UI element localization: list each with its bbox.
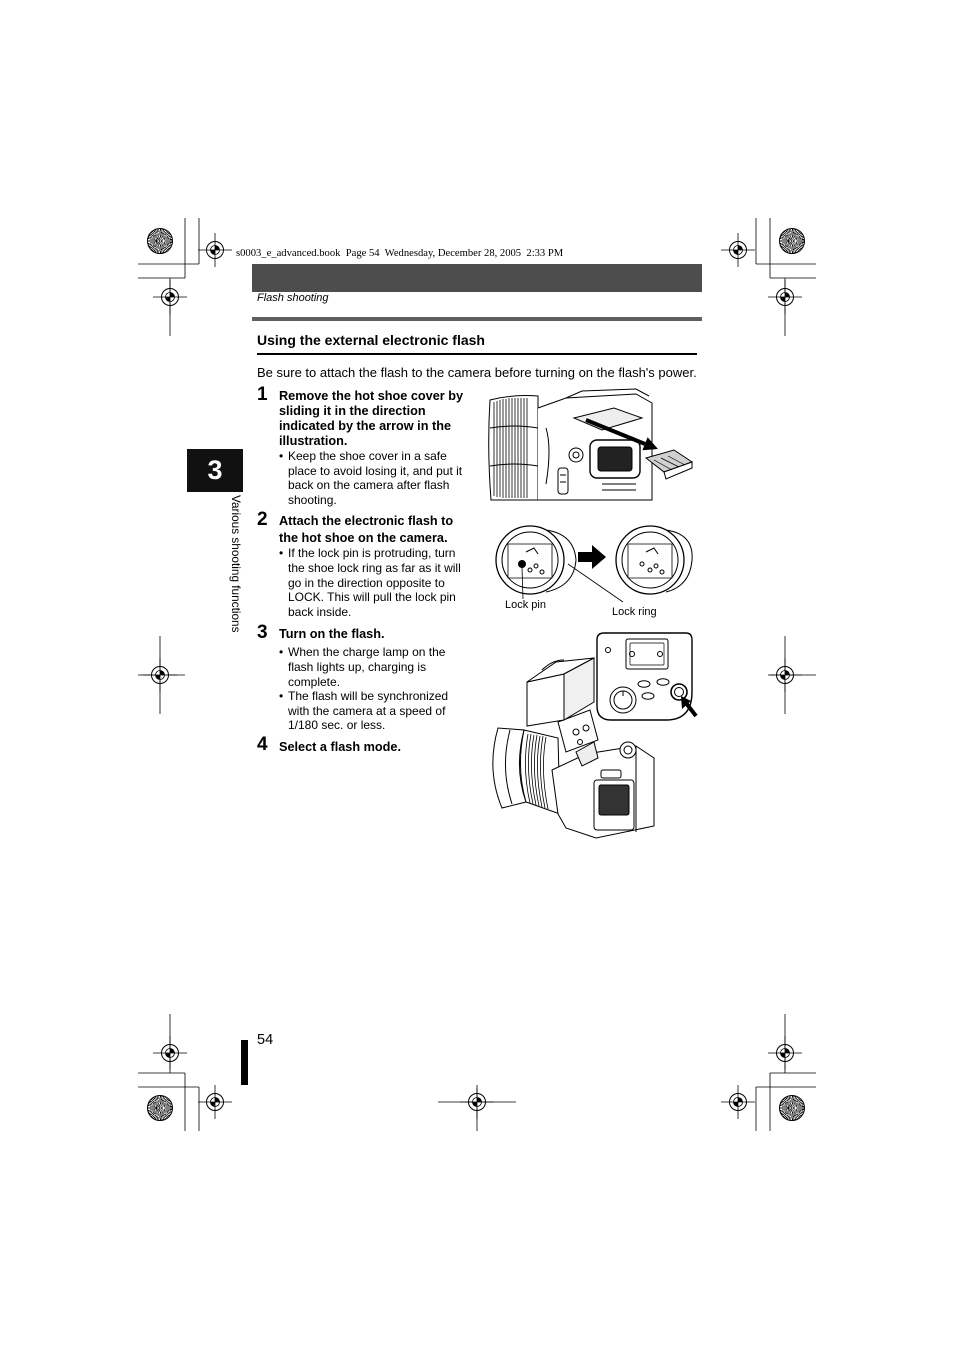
arrow-right-icon	[578, 545, 606, 569]
section-rule	[257, 353, 697, 355]
color-registration-mark	[147, 1095, 173, 1121]
bullet-symbol: •	[279, 689, 284, 703]
bullet-symbol: •	[279, 449, 284, 463]
page-number: 54	[257, 1032, 274, 1048]
lock-ring-illustration	[495, 525, 693, 603]
instruction-line: indicated by the arrow in the	[279, 419, 452, 433]
registration-target	[720, 232, 756, 268]
registration-target	[197, 232, 233, 268]
instruction-line: illustration.	[279, 434, 348, 448]
registration-target	[459, 1084, 495, 1120]
instruction-line: sliding it in the direction	[279, 404, 426, 418]
step-number: 4	[257, 734, 268, 755]
step-note: • If the lock pin is protruding, turn th…	[279, 546, 461, 620]
step-instruction: Attach the electronic flash to the hot s…	[279, 513, 453, 547]
chapter-tab-label: Various shooting functions	[229, 495, 243, 633]
registration-target	[767, 279, 803, 315]
note-line: back on the camera after flash	[288, 478, 450, 493]
chapter-tab: 3	[187, 449, 243, 492]
note-line: with the camera at a speed of	[288, 703, 446, 718]
running-head: Flash shooting	[257, 292, 329, 304]
note-line: place to avoid losing it, and put it	[288, 463, 463, 478]
step-note: • The flash will be synchronized with th…	[279, 689, 448, 733]
step-note: • Keep the shoe cover in a safe place to…	[279, 449, 462, 507]
step-note: • When the charge lamp on the flash ligh…	[279, 645, 445, 689]
note-line: complete.	[288, 674, 341, 689]
note-line: Keep the shoe cover in a safe	[288, 449, 447, 463]
flash-control-panel	[596, 632, 693, 721]
note-line: go in the direction opposite to	[288, 575, 445, 590]
note-line: flash lights up, charging is	[288, 659, 427, 674]
registration-target	[767, 1035, 803, 1071]
step-instruction: Turn on the flash.	[279, 627, 385, 642]
instruction-line: Turn on the flash.	[279, 627, 385, 641]
step-number: 2	[257, 509, 268, 530]
step-instruction: Select a flash mode.	[279, 740, 401, 755]
instruction-line: Select a flash mode.	[279, 740, 401, 754]
registration-target	[197, 1084, 233, 1120]
note-line: the shoe lock ring as far as it will	[288, 560, 461, 575]
registration-target	[152, 279, 188, 315]
instruction-line: Remove the hot shoe cover by	[279, 389, 464, 403]
note-line: If the lock pin is protruding, turn	[288, 546, 456, 560]
registration-target	[152, 1035, 188, 1071]
hot-shoe-cover-illustration	[488, 388, 694, 501]
instruction-line: Attach the electronic flash to	[279, 514, 454, 528]
press-arrow-icon	[684, 701, 698, 718]
note-line: shooting.	[288, 492, 337, 507]
step-instruction: Remove the hot shoe cover by sliding it …	[279, 389, 463, 449]
color-registration-mark	[779, 1095, 805, 1121]
color-registration-mark	[147, 228, 173, 254]
bullet-symbol: •	[279, 645, 284, 659]
lock-pin-label: Lock pin	[505, 599, 546, 611]
lock-pin-icon	[518, 560, 526, 568]
step-number: 1	[257, 384, 268, 405]
note-line: When the charge lamp on the	[288, 645, 446, 659]
note-line: The flash will be synchronized	[288, 689, 449, 703]
print-job-header: s0003_e_advanced.book Page 54 Wednesday,…	[236, 248, 564, 259]
header-rule	[252, 317, 702, 321]
page-number-bar	[241, 1040, 248, 1085]
step-number: 3	[257, 622, 268, 643]
note-line: back inside.	[288, 605, 352, 619]
note-line: LOCK. This will pull the lock pin	[288, 590, 456, 605]
color-registration-mark	[779, 228, 805, 254]
intro-text: Be sure to attach the flash to the camer…	[257, 365, 697, 380]
slide-arrow-icon	[585, 418, 646, 446]
header-bar	[252, 264, 702, 292]
camera-with-flash-illustration	[492, 632, 698, 839]
section-title: Using the external electronic flash	[257, 332, 485, 348]
note-line: 1/180 sec. or less.	[288, 718, 386, 732]
bullet-symbol: •	[279, 546, 284, 560]
lock-ring-label: Lock ring	[612, 606, 657, 618]
registration-target	[142, 657, 178, 693]
instruction-line: the hot shoe on the camera.	[279, 531, 448, 545]
registration-target	[720, 1084, 756, 1120]
registration-target	[767, 657, 803, 693]
shoe-cover	[644, 449, 694, 480]
